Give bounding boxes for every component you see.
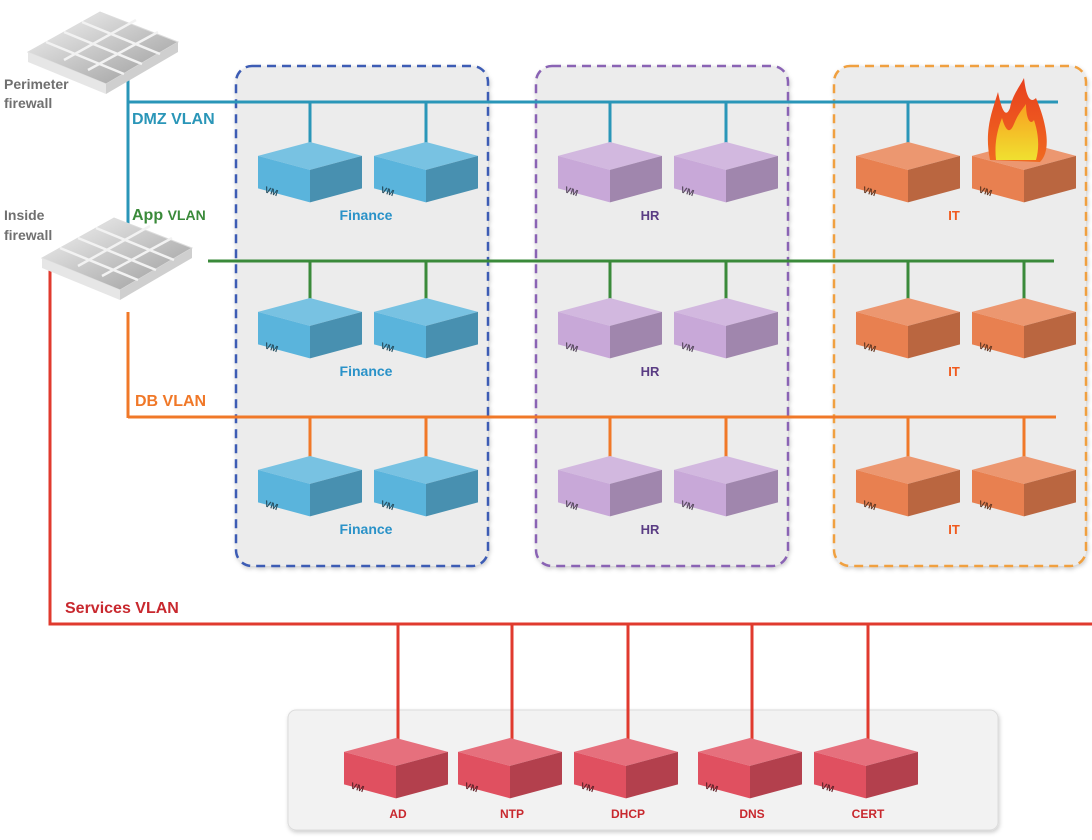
vm-hr-app-2[interactable]: VM — [674, 298, 778, 359]
perimeter-firewall-icon[interactable] — [26, 11, 180, 94]
vm-service-cert[interactable]: VM — [814, 738, 918, 799]
app-vlan-label-prefix: App — [132, 207, 163, 224]
group-label-it: IT — [948, 208, 960, 223]
group-label-it: IT — [948, 522, 960, 537]
vm-finance-db-1[interactable]: VM — [258, 456, 362, 517]
vm-label: VM — [977, 185, 993, 199]
vm-hr-app-1[interactable]: VM — [558, 298, 662, 359]
vm-label: VM — [379, 185, 395, 199]
service-label-ad: AD — [389, 807, 407, 821]
vm-label: VM — [819, 781, 835, 795]
vm-hr-dmz-1[interactable]: VM — [558, 142, 662, 203]
vm-label: VM — [977, 341, 993, 355]
service-label-ntp: NTP — [500, 807, 524, 821]
vm-label: VM — [679, 185, 695, 199]
vm-label: VM — [977, 499, 993, 513]
vm-label: VM — [679, 499, 695, 513]
vm-it-db-2[interactable]: VM — [972, 456, 1076, 517]
app-vlan-label-suffix: VLAN — [168, 207, 206, 223]
vm-it-app-2[interactable]: VM — [972, 298, 1076, 359]
fire-icon — [987, 78, 1047, 162]
vm-hr-db-1[interactable]: VM — [558, 456, 662, 517]
services-vlan-line — [48, 270, 1092, 626]
vm-service-ad[interactable]: VM — [344, 738, 448, 799]
vm-service-dns[interactable]: VM — [698, 738, 802, 799]
vm-label: VM — [861, 341, 877, 355]
vm-label: VM — [263, 341, 279, 355]
app-vlan-label: App VLAN — [132, 207, 206, 224]
vm-label: VM — [579, 781, 595, 795]
group-label-finance: Finance — [340, 363, 393, 379]
inside-firewall-label-line1: Inside — [4, 207, 45, 223]
perimeter-firewall-label-line2: firewall — [4, 95, 52, 111]
group-label-hr: HR — [641, 364, 660, 379]
vm-it-app-1[interactable]: VM — [856, 298, 960, 359]
vm-label: VM — [379, 341, 395, 355]
perimeter-firewall-label-line1: Perimeter — [4, 76, 69, 92]
vm-finance-dmz-1[interactable]: VM — [258, 142, 362, 203]
vm-hr-db-2[interactable]: VM — [674, 456, 778, 517]
dmz-vlan-label: DMZ VLAN — [132, 111, 215, 128]
vm-label: VM — [349, 781, 365, 795]
service-label-cert: CERT — [852, 807, 885, 821]
services-vlan-label: Services VLAN — [65, 600, 179, 617]
group-label-hr: HR — [641, 208, 660, 223]
vm-label: VM — [263, 185, 279, 199]
vm-label: VM — [679, 341, 695, 355]
vm-label: VM — [861, 185, 877, 199]
vm-finance-app-2[interactable]: VM — [374, 298, 478, 359]
group-label-it: IT — [948, 364, 960, 379]
group-label-hr: HR — [641, 522, 660, 537]
vm-hr-dmz-2[interactable]: VM — [674, 142, 778, 203]
vm-label: VM — [563, 185, 579, 199]
vm-it-db-1[interactable]: VM — [856, 456, 960, 517]
vm-label: VM — [379, 499, 395, 513]
group-label-finance: Finance — [340, 521, 393, 537]
db-vlan-label: DB VLAN — [135, 393, 206, 410]
vm-label: VM — [463, 781, 479, 795]
vm-finance-app-1[interactable]: VM — [258, 298, 362, 359]
vm-it-dmz-1[interactable]: VM — [856, 142, 960, 203]
vm-label: VM — [861, 499, 877, 513]
vm-label: VM — [263, 499, 279, 513]
service-label-dhcp: DHCP — [611, 807, 645, 821]
vm-service-ntp[interactable]: VM — [458, 738, 562, 799]
vm-finance-dmz-2[interactable]: VM — [374, 142, 478, 203]
vm-service-dhcp[interactable]: VM — [574, 738, 678, 799]
vm-label: VM — [563, 341, 579, 355]
service-label-dns: DNS — [739, 807, 764, 821]
vm-label: VM — [703, 781, 719, 795]
inside-firewall-label-line2: firewall — [4, 227, 52, 243]
vm-label: VM — [563, 499, 579, 513]
inside-firewall-icon[interactable] — [40, 217, 194, 300]
vm-finance-db-2[interactable]: VM — [374, 456, 478, 517]
group-label-finance: Finance — [340, 207, 393, 223]
